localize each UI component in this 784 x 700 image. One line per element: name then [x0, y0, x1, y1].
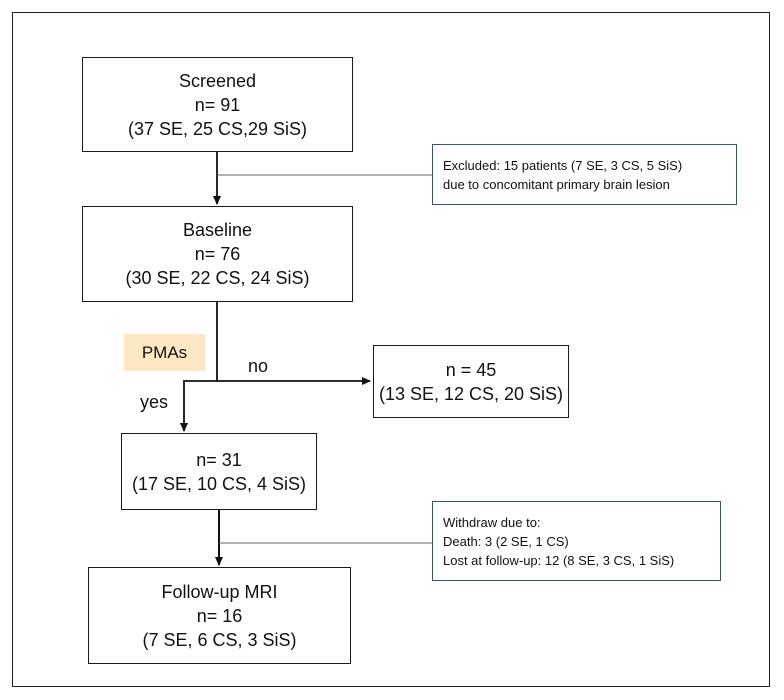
withdraw-line1: Withdraw due to:	[443, 514, 541, 530]
diagram-frame	[12, 12, 770, 687]
screened-detail: (37 SE, 25 CS,29 SiS)	[127, 118, 308, 139]
baseline-box: Baseline n= 76 (30 SE, 22 CS, 24 SiS)	[82, 206, 353, 302]
yes-label: yes	[140, 392, 169, 412]
withdraw-note: Withdraw due to: Death: 3 (2 SE, 1 CS) L…	[432, 501, 721, 581]
followup-title: Follow-up MRI	[161, 581, 278, 602]
baseline-title: Baseline	[182, 220, 253, 240]
screened-n: n= 91	[194, 94, 241, 115]
baseline-detail: (30 SE, 22 CS, 24 SiS)	[125, 268, 310, 288]
yes-group-box: n= 31 (17 SE, 10 CS, 4 SiS)	[121, 433, 317, 510]
yes-group-n: n= 31	[196, 449, 242, 470]
excluded-line2: due to concomitant primary brain lesion	[443, 176, 670, 192]
followup-n: n= 16	[196, 605, 243, 626]
screened-box: Screened n= 91 (37 SE, 25 CS,29 SiS)	[82, 57, 353, 152]
baseline-n: n= 76	[194, 244, 241, 264]
pmas-label: PMAs	[124, 334, 205, 371]
no-group-n: n = 45	[445, 359, 497, 380]
yes-group-detail: (17 SE, 10 CS, 4 SiS)	[131, 473, 307, 494]
excluded-line1: Excluded: 15 patients (7 SE, 3 CS, 5 SiS…	[443, 157, 683, 173]
excluded-note: Excluded: 15 patients (7 SE, 3 CS, 5 SiS…	[432, 144, 737, 205]
no-label: no	[248, 356, 269, 376]
followup-detail: (7 SE, 6 CS, 3 SiS)	[142, 629, 297, 650]
withdraw-line2: Death: 3 (2 SE, 1 CS)	[443, 533, 569, 549]
no-group-detail: (13 SE, 12 CS, 20 SiS)	[378, 383, 564, 404]
followup-box: Follow-up MRI n= 16 (7 SE, 6 CS, 3 SiS)	[88, 567, 351, 664]
screened-title: Screened	[178, 70, 257, 91]
no-group-box: n = 45 (13 SE, 12 CS, 20 SiS)	[373, 345, 569, 418]
withdraw-line3: Lost at follow-up: 12 (8 SE, 3 CS, 1 SiS…	[443, 552, 675, 568]
arrow-yes-branch	[180, 380, 217, 432]
